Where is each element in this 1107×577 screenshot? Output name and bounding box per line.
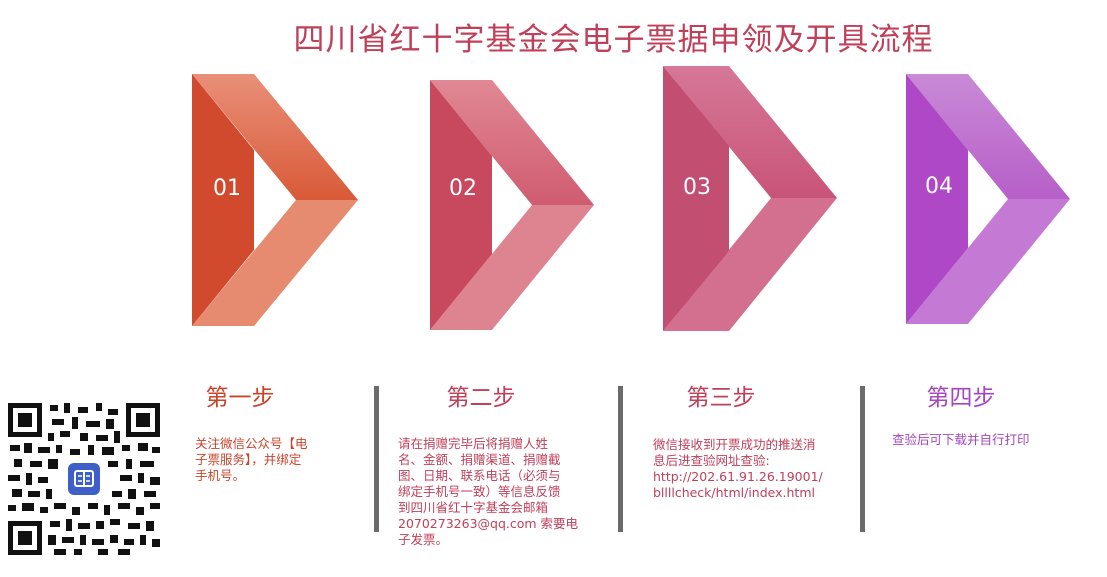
step-title-2: 第二步	[446, 385, 516, 411]
chevron-step-2	[430, 80, 596, 330]
step-number-3: 03	[683, 175, 711, 200]
step-description-4: 查验后可下载并自行打印	[892, 432, 1030, 447]
chevron-step-3	[663, 66, 839, 331]
divider-3	[860, 386, 865, 532]
chevron-step-4	[906, 74, 1072, 324]
page-title: 四川省红十字基金会电子票据申领及开具流程	[293, 22, 934, 58]
step-title-1: 第一步	[205, 385, 275, 411]
step-description-3: 微信接收到开票成功的推送消 息后进查验网址查验: http://202.61.9…	[653, 437, 823, 500]
chevron-step-1	[192, 74, 360, 326]
step-title-4: 第四步	[926, 385, 996, 411]
divider-1	[374, 386, 379, 532]
step-description-1: 关注微信公众号【电 子票服务】，并绑定 手机号。	[195, 436, 308, 483]
step-number-2: 02	[449, 176, 477, 201]
step-number-4: 04	[925, 174, 953, 199]
divider-2	[618, 386, 623, 532]
qr-code-icon	[8, 403, 160, 559]
step-description-2: 请在捐赠完毕后将捐赠人姓 名、金额、捐赠渠道、捐赠截 图、日期、联系电话（必须与…	[398, 436, 579, 547]
step-title-3: 第三步	[686, 385, 756, 411]
step-number-1: 01	[213, 176, 241, 201]
